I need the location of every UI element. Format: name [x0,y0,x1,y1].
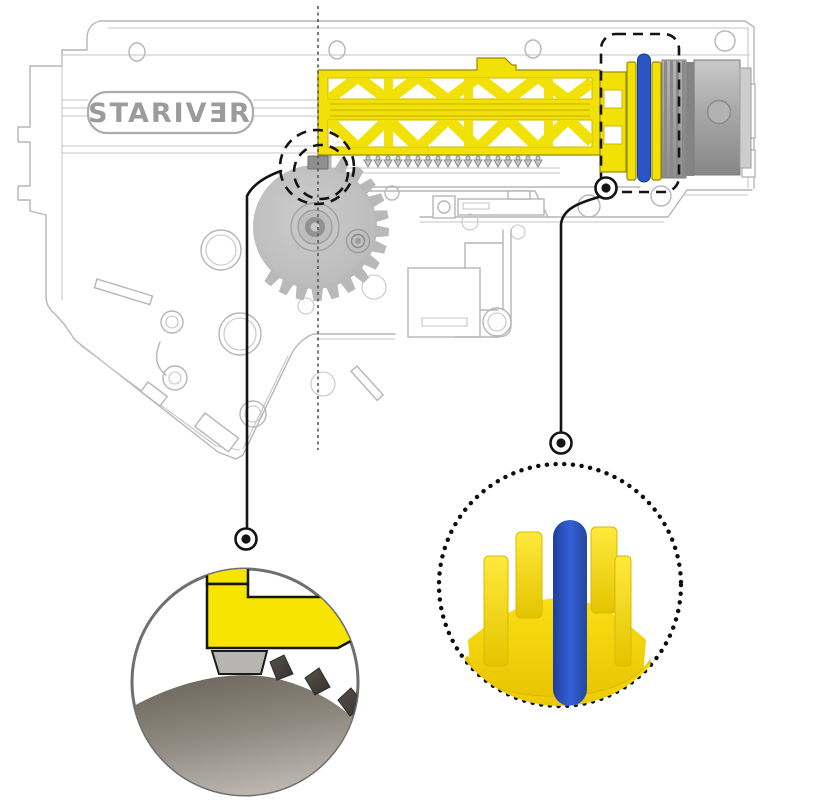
callout-circle-outer [278,128,356,206]
detail-circle-piston-head [436,461,684,709]
sector-gear [253,153,390,302]
screw-hole [128,42,146,62]
switch-assembly [457,198,545,216]
piston-assembly [317,53,752,183]
piston-end [599,71,627,173]
detail-circle-gear-engagement [130,567,360,797]
detail-o-ring [553,520,587,706]
brand-label: STARIVƎR [86,90,255,135]
slant-bar [93,278,154,306]
spring-coils [363,155,543,168]
leader-left [234,169,283,551]
piston-truss-bottom [328,120,592,147]
callout-circle-inner [292,143,350,201]
switch-block [432,195,456,219]
screw-hole [714,30,736,52]
detail-piston-fin [515,531,543,619]
slant-bar [350,365,385,402]
callout-rect-piston-head [599,32,681,194]
screw-hole [328,40,346,60]
detail-piston-fin [590,526,618,614]
tappet-block [407,267,481,338]
detail-gear-body [132,675,358,795]
screw-hole [524,39,542,59]
detail-piston-fin [614,555,632,667]
detail-pickup-tooth [210,650,269,675]
cylinder-head-ring [686,62,694,176]
piston-truss-top [328,78,592,99]
cylinder-head-cap [739,67,752,169]
leader-dot-icon [234,527,258,551]
brand-label-plate [86,90,255,135]
detail-gear-tooth [304,667,331,696]
detail-piston-fin [483,555,509,667]
piston-head-plate [651,61,662,181]
leader-right [549,176,618,455]
gear-axle-hole [345,228,371,254]
cylinder-head-port [706,99,732,125]
leader-dot-icon [594,176,618,200]
detail-gear-tooth [269,654,294,681]
o-ring [637,53,651,183]
leader-dot-icon [549,431,573,455]
brand-text: STARIVƎR [88,98,252,129]
piston-head-plate [626,61,637,181]
detail-piston-body [205,582,358,650]
